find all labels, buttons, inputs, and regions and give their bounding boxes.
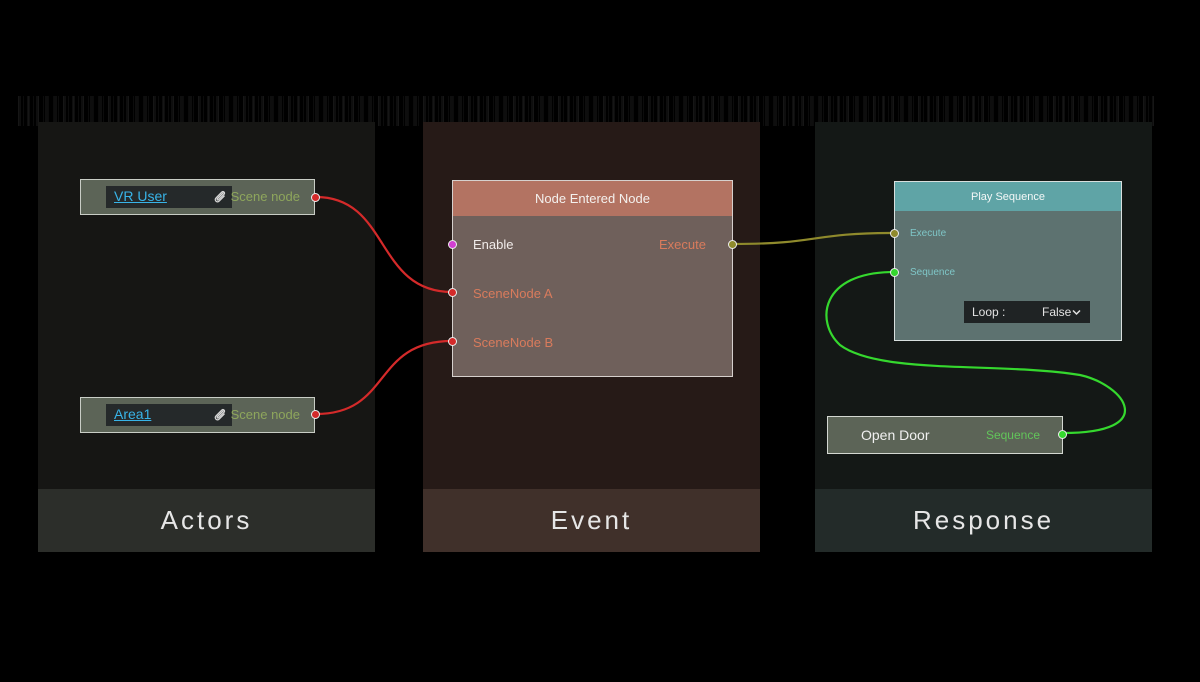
wire-opendoor-to-sequence[interactable] [825, 270, 1127, 435]
grunge-texture-band [18, 96, 1154, 126]
open-door-node[interactable]: Open Door Sequence [827, 416, 1067, 454]
sequence-output-port[interactable] [1058, 430, 1067, 439]
paperclip-icon[interactable] [212, 189, 228, 205]
actor-port-label: Scene node [230, 407, 300, 422]
actor-output-port[interactable] [311, 410, 320, 419]
actor-value[interactable]: Area1 [114, 406, 152, 422]
play-sequence-title: Play Sequence [895, 182, 1121, 211]
actor-value[interactable]: VR User [114, 188, 167, 204]
wire-execute-to-execute[interactable] [732, 231, 895, 246]
enable-input-port[interactable] [448, 240, 457, 249]
wire-vruser-to-scenenode-a[interactable] [315, 195, 453, 294]
scenenode-a-label: SceneNode A [473, 286, 553, 301]
sequence-output-label: Sequence [985, 428, 1040, 442]
enable-label: Enable [473, 237, 514, 252]
scenenode-b-input-port[interactable] [448, 337, 457, 346]
paperclip-icon[interactable] [212, 407, 228, 423]
response-panel-title: Response [815, 489, 1152, 552]
actor-value-field[interactable]: VR User [106, 186, 232, 208]
scenenode-b-label: SceneNode B [473, 335, 554, 350]
play-sequence-node[interactable]: Play Sequence Execute Sequence Loop : Fa… [890, 181, 1122, 341]
event-node-title: Node Entered Node [453, 181, 732, 216]
actor-node-area1[interactable]: Area1 Scene node [80, 397, 320, 433]
open-door-label: Open Door [861, 427, 930, 443]
execute-input-label: Execute [910, 228, 947, 239]
scenenode-a-input-port[interactable] [448, 288, 457, 297]
sequence-input-port[interactable] [890, 268, 899, 277]
loop-value[interactable]: False [1042, 305, 1072, 319]
actor-node-vr-user[interactable]: VR User Scene node [80, 179, 320, 215]
loop-dropdown[interactable]: Loop : False [964, 301, 1090, 323]
chevron-down-icon[interactable] [1072, 309, 1081, 316]
execute-input-port[interactable] [890, 229, 899, 238]
wire-area1-to-scenenode-b[interactable] [315, 339, 453, 416]
execute-output-label: Execute [659, 237, 706, 252]
sequence-input-label: Sequence [910, 267, 956, 278]
actor-output-port[interactable] [311, 193, 320, 202]
actor-value-field[interactable]: Area1 [106, 404, 232, 426]
event-panel-title: Event [423, 489, 760, 552]
loop-label: Loop : [972, 305, 1006, 319]
event-node-node-entered[interactable]: Node Entered Node Enable SceneNode A Sce… [448, 180, 737, 377]
execute-output-port[interactable] [728, 240, 737, 249]
actor-port-label: Scene node [230, 189, 300, 204]
actors-panel-title: Actors [38, 489, 375, 552]
